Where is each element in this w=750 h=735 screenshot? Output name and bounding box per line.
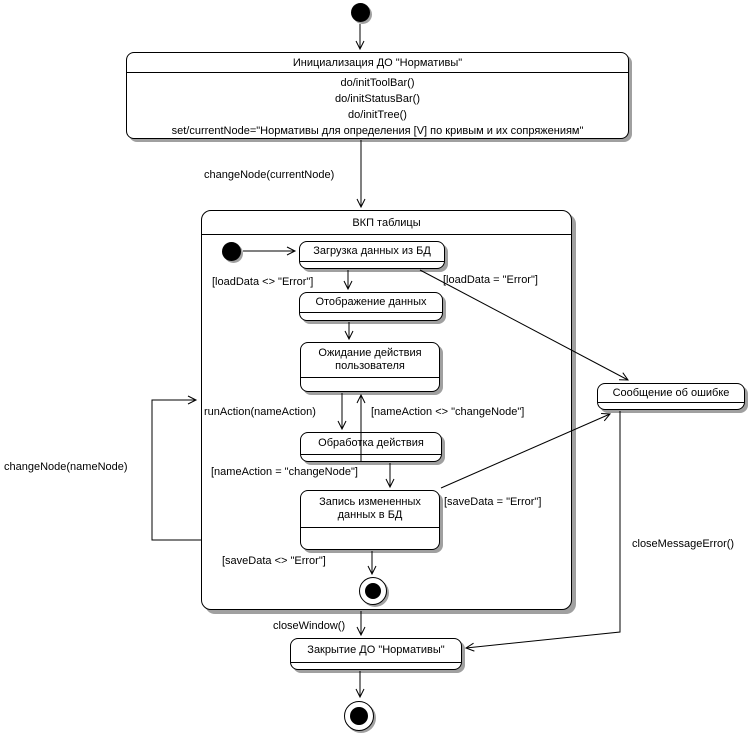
label-close-window: closeWindow() (273, 620, 346, 632)
initial-state-inner (222, 242, 241, 261)
action-init-statusbar: do/initStatusBar() (335, 93, 420, 105)
state-close-do-compartment (291, 663, 461, 669)
state-process-action-title: Обработка действия (301, 433, 441, 455)
label-change-node-name: changeNode(nameNode) (4, 461, 128, 473)
state-close-do: Закрытие ДО "Нормативы" (290, 638, 462, 670)
action-set-current-node: set/currentNode="Нормативы для определен… (171, 125, 584, 137)
label-close-message-error: closeMessageError() (632, 538, 735, 550)
state-close-do-title: Закрытие ДО "Нормативы" (291, 639, 461, 663)
initial-state-top (351, 3, 370, 22)
action-init-toolbar: do/initToolBar() (340, 77, 415, 89)
state-init-do-title: Инициализация ДО "Нормативы" (127, 53, 628, 73)
state-save-data: Запись измененных данных в БД (300, 490, 440, 550)
state-load-data-compartment (300, 262, 444, 268)
label-load-data-ok: [loadData <> "Error"] (212, 276, 314, 288)
state-init-do-actions: do/initToolBar() do/initStatusBar() do/i… (127, 73, 628, 139)
final-state-bottom (344, 701, 374, 731)
state-load-data: Загрузка данных из БД (299, 241, 445, 269)
label-save-data-ok: [saveData <> "Error"] (222, 555, 326, 567)
final-state-bottom-dot (350, 707, 368, 725)
state-process-action: Обработка действия (300, 432, 442, 462)
state-display-data-title: Отображение данных (300, 293, 442, 313)
state-process-action-compartment (301, 455, 441, 461)
final-state-inner (359, 577, 387, 605)
state-error-message-compartment (598, 403, 744, 409)
state-error-message-title: Сообщение об ошибке (598, 384, 744, 403)
state-error-message: Сообщение об ошибке (597, 383, 745, 410)
label-name-action-change: [nameAction = "changeNode"] (211, 466, 358, 478)
state-wait-user-compartment (301, 378, 439, 391)
final-state-inner-dot (365, 583, 381, 599)
composite-state-title: ВКП таблицы (202, 211, 571, 235)
transition-composite-self-loop (151, 395, 201, 541)
label-run-action: runAction(nameAction) (204, 406, 316, 418)
state-save-data-compartment (301, 528, 439, 549)
state-wait-user: Ожидание действия пользователя (300, 342, 440, 392)
state-save-data-title: Запись измененных данных в БД (301, 491, 439, 528)
label-load-data-error: [loadData = "Error"] (443, 274, 538, 286)
label-save-data-error: [saveData = "Error"] (444, 496, 542, 508)
state-init-do: Инициализация ДО "Нормативы" do/initTool… (126, 52, 629, 139)
state-load-data-title: Загрузка данных из БД (300, 242, 444, 262)
action-init-tree: do/initTree() (348, 109, 407, 121)
state-display-data-compartment (300, 313, 442, 320)
state-wait-user-title: Ожидание действия пользователя (301, 343, 439, 378)
label-change-node-current: changeNode(currentNode) (204, 169, 335, 181)
label-name-action-not-change: [nameAction <> "changeNode"] (371, 406, 525, 418)
state-display-data: Отображение данных (299, 292, 443, 321)
